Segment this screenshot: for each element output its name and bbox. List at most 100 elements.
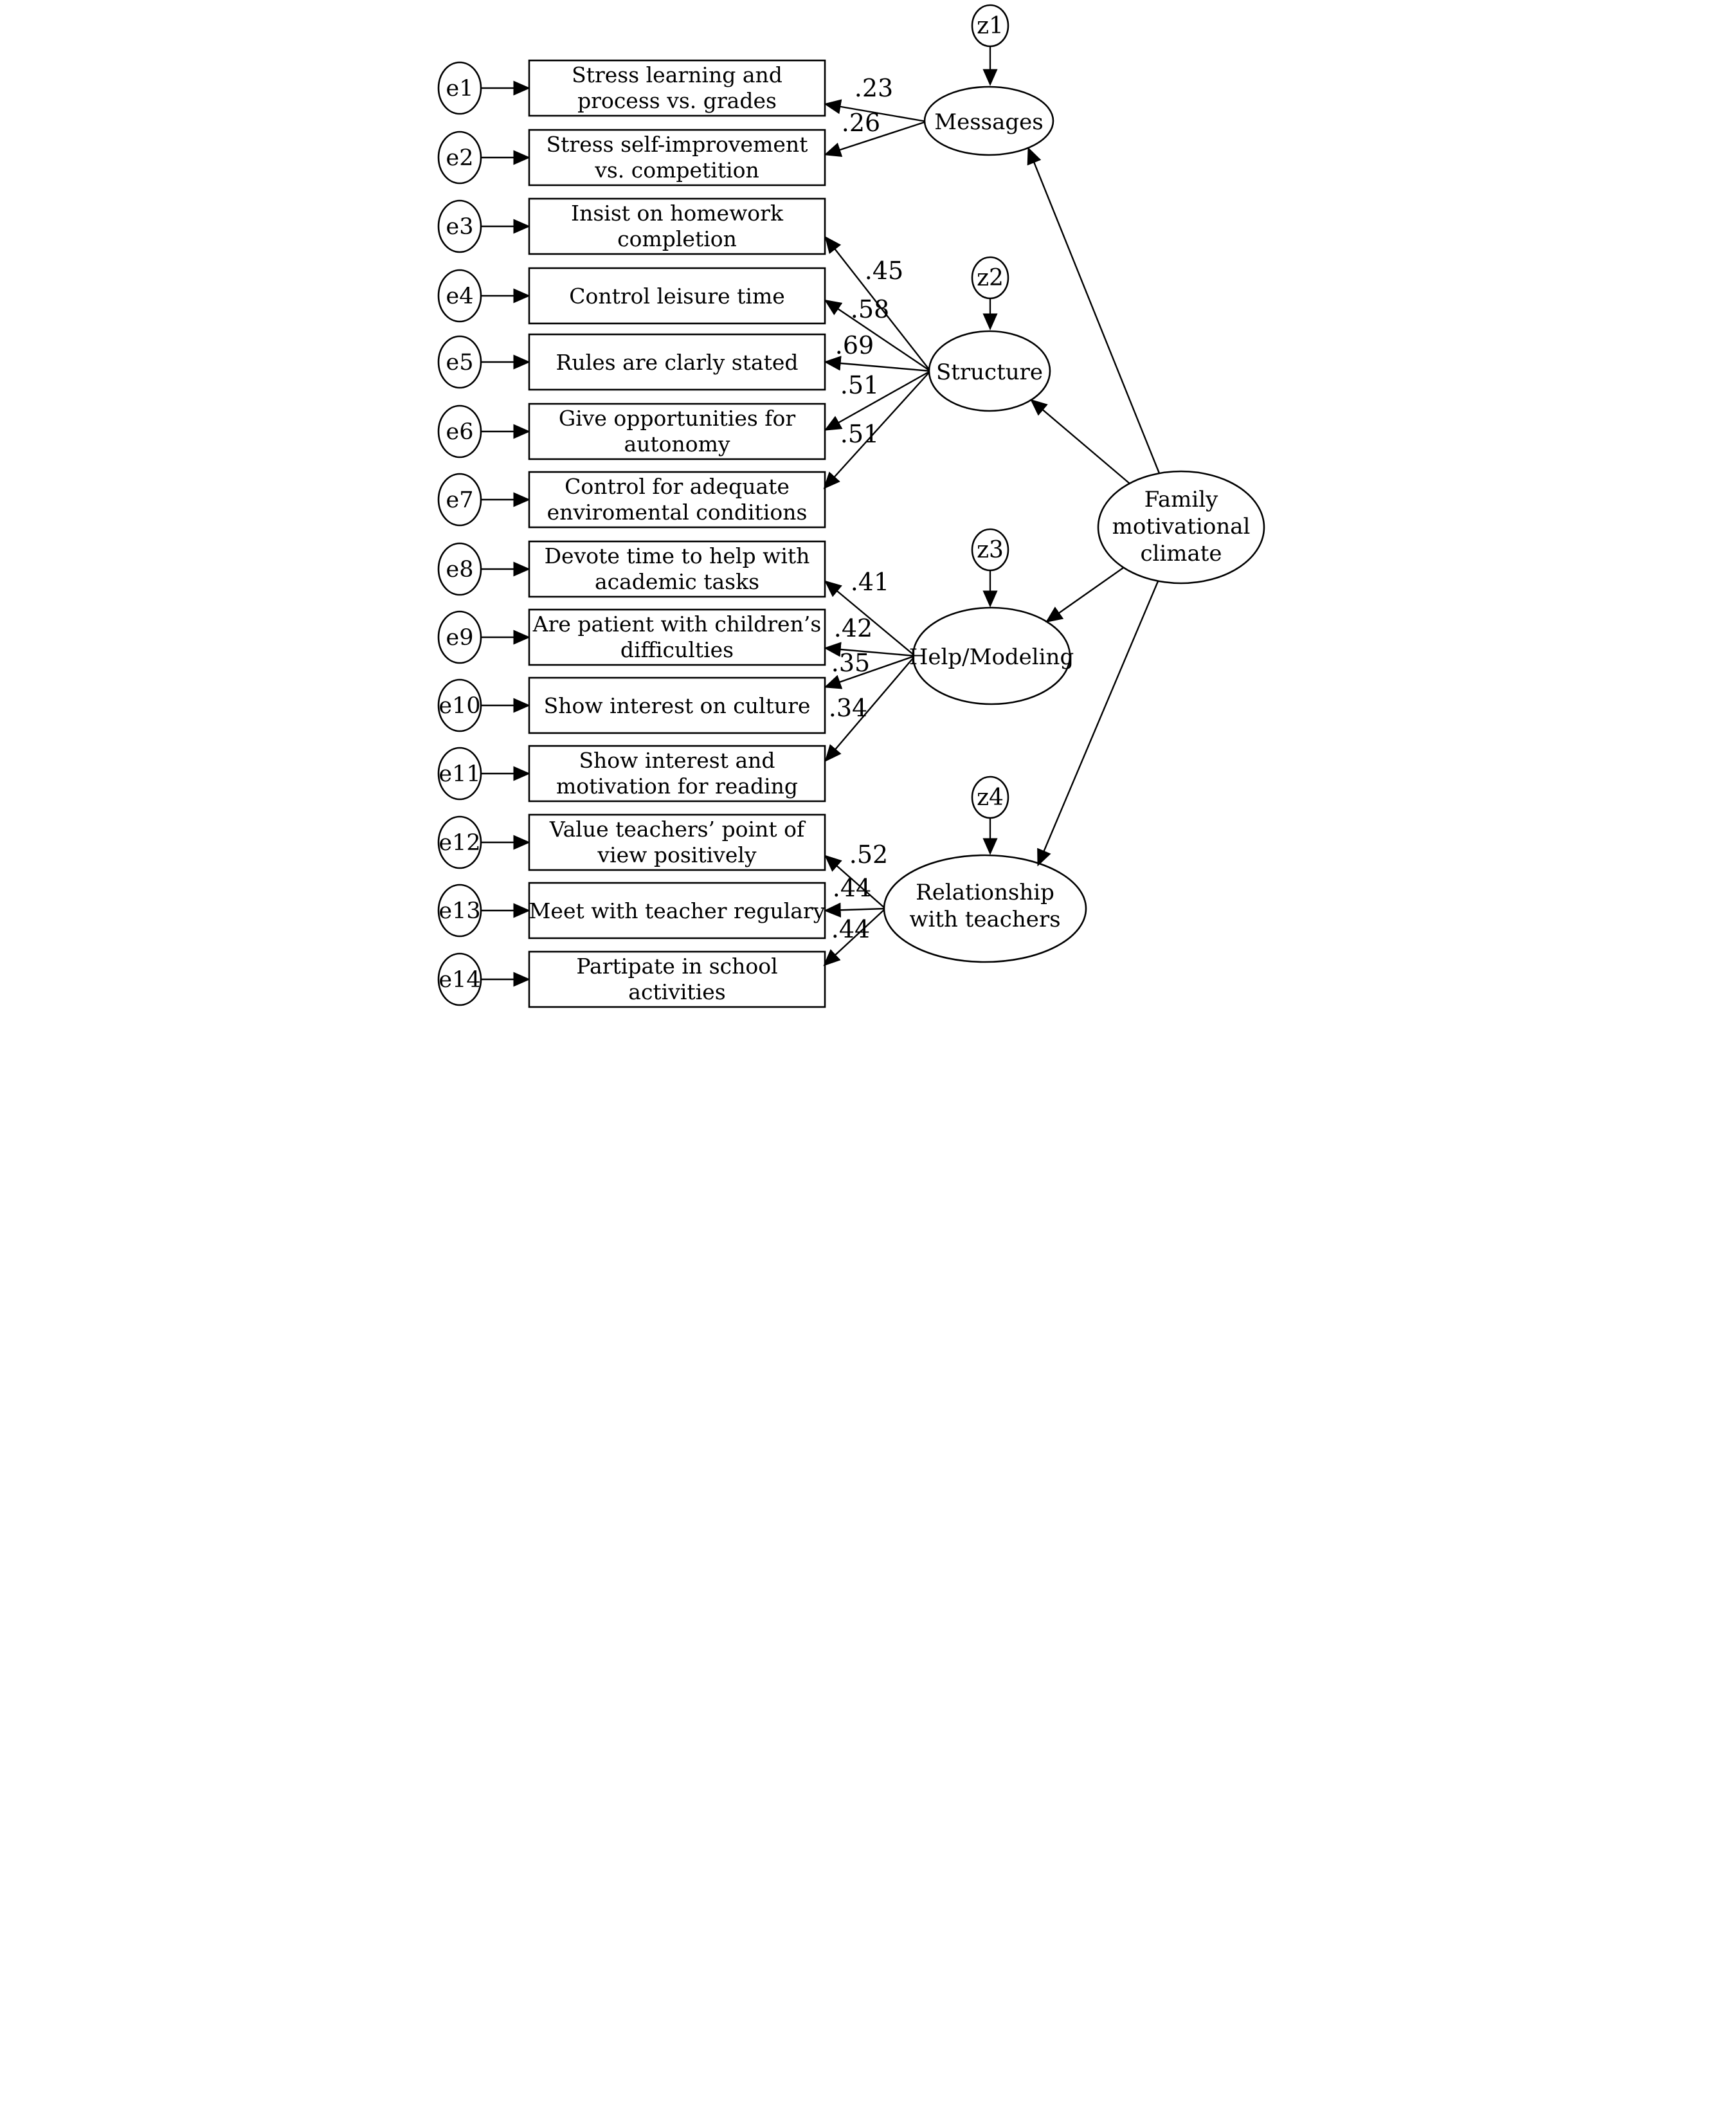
disturbance-label: z2 [977,265,1004,291]
second-order-factor-label-line: Family [1144,487,1219,512]
indicator-label-line: Show interest on culture [544,693,811,718]
latent-factor-label-line: Relationship [916,880,1054,905]
indicator-row-3: e3 Insist on homework completion [437,197,826,255]
sem-path-diagram: e1 Stress learning and process vs. grade… [437,4,1265,1008]
indicator-row-6: e6 Give opportunities for autonomy [437,403,826,460]
indicator-label-line: Control for adequate [565,474,790,499]
indicator-box [528,267,826,325]
indicator-row-10: e10 Show interest on culture [437,676,826,734]
indicator-box [528,59,826,117]
indicator-label-line: Partipate in school [576,954,777,979]
indicator-label-line: Insist on homework [571,201,784,226]
latent-factor-label: Messages [934,109,1043,135]
latent-factor-structure [928,330,1051,412]
latent-factor-help-modeling [912,606,1071,705]
latent-factor-relationship [883,854,1087,963]
disturbance-label: z3 [977,537,1004,563]
error-term-label: e7 [446,487,474,513]
indicator-box [528,950,826,1008]
error-term-label: e13 [439,898,480,924]
indicator-box [528,540,826,598]
error-term-label: e4 [446,284,474,309]
indicator-label-line: vs. competition [594,158,759,183]
structural-arrow-to-relationship [1037,581,1159,867]
factor-help-modeling-cluster: .41 .42 .35 .34 Help/Modeling z3 [824,528,1074,762]
indicator-label-line: motivation for reading [556,774,798,799]
indicator-box [528,745,826,803]
error-term-label: e2 [446,145,474,171]
indicator-box [528,129,826,186]
indicator-row-1: e1 Stress learning and process vs. grade… [437,59,826,117]
loading-arrow [824,902,886,918]
structural-arrow-to-help-modeling [1045,567,1124,623]
indicator-label-line: academic tasks [595,569,759,594]
indicator-row-13: e13 Meet with teacher regulary [437,882,826,939]
indicator-label-line: Devote time to help with [545,543,810,568]
indicator-box [528,813,826,871]
indicator-box [528,471,826,529]
loading-arrow [824,120,927,157]
second-order-factor-label-line: motivational [1112,514,1251,540]
factor-messages-cluster: .23 .26 Messages z1 [824,4,1054,157]
sem-diagram-stage: e1 Stress learning and process vs. grade… [434,0,1302,1052]
path-coefficient: .44 [833,874,871,902]
path-coefficient: .41 [851,568,889,596]
path-coefficient: .51 [840,420,879,448]
indicator-row-12: e12 Value teachers’ point of view positi… [437,813,826,871]
indicator-label-line: difficulties [620,637,734,662]
disturbance-label: z1 [977,13,1004,39]
latent-factor-label-line: with teachers [909,907,1060,932]
indicator-label-line: Value teachers’ point of [549,817,806,842]
loading-arrow [824,299,931,372]
factor-relationship-cluster: .52 .44 .44 Relationship with teachers z… [823,775,1087,966]
indicator-label-line: Show interest and [579,748,775,773]
loading-arrow [824,356,931,372]
path-coefficient: .58 [851,295,889,323]
indicator-row-2: e2 Stress self-improvement vs. competiti… [437,129,826,186]
loading-arrow [824,642,916,657]
error-term-label: e11 [439,761,480,787]
indicator-label-line: activities [628,979,725,1004]
indicator-box [528,403,826,460]
indicator-label-line: autonomy [624,431,730,457]
indicator-row-8: e8 Devote time to help with academic tas… [437,540,826,598]
disturbance-label: z4 [977,784,1004,811]
error-term-label: e3 [446,214,474,240]
indicator-row-11: e11 Show interest and motivation for rea… [437,745,826,803]
factor-structure-cluster: .45 .58 .69 .51 .51 Structure z2 [823,236,1051,489]
error-term-label: e9 [446,625,474,651]
structural-arrow-to-messages [1027,147,1161,474]
path-coefficient: .51 [840,371,879,399]
path-coefficient: .45 [865,257,903,285]
latent-factor-label: Help/Modeling [909,644,1074,670]
indicator-box [528,608,826,666]
path-coefficient: .42 [834,614,873,642]
loading-arrow [823,370,931,489]
error-term-label: e6 [446,419,474,445]
path-coefficient: .26 [842,109,880,137]
indicator-label-line: view positively [597,842,756,867]
indicator-box [528,676,826,734]
second-order-factor-ellipse [1097,470,1265,585]
indicator-label-line: enviromental conditions [547,500,808,525]
second-order-factor-label-line: climate [1140,541,1222,567]
error-term-label: e8 [446,557,474,583]
indicator-box [528,882,826,939]
loading-arrow [824,580,916,657]
indicator-row-4: e4 Control leisure time [437,267,826,325]
indicator-box [528,197,826,255]
path-coefficient: .52 [849,840,888,869]
indicator-label-line: completion [617,226,737,251]
latent-factor-label: Structure [936,359,1043,385]
loading-arrow [824,655,916,762]
path-coefficient: .34 [829,694,867,722]
indicator-row-7: e7 Control for adequate enviromental con… [437,471,826,529]
structural-arrow-to-structure [1030,399,1130,484]
indicator-label-line: Stress self-improvement [547,132,808,157]
indicator-label-line: Rules are clarly stated [556,350,798,375]
indicator-row-5: e5 Rules are clarly stated [437,333,826,391]
indicator-label-line: Stress learning and [572,62,782,87]
indicator-label-line: Meet with teacher regulary [529,898,826,923]
loading-arrow [824,236,931,372]
loading-arrow [823,908,886,966]
